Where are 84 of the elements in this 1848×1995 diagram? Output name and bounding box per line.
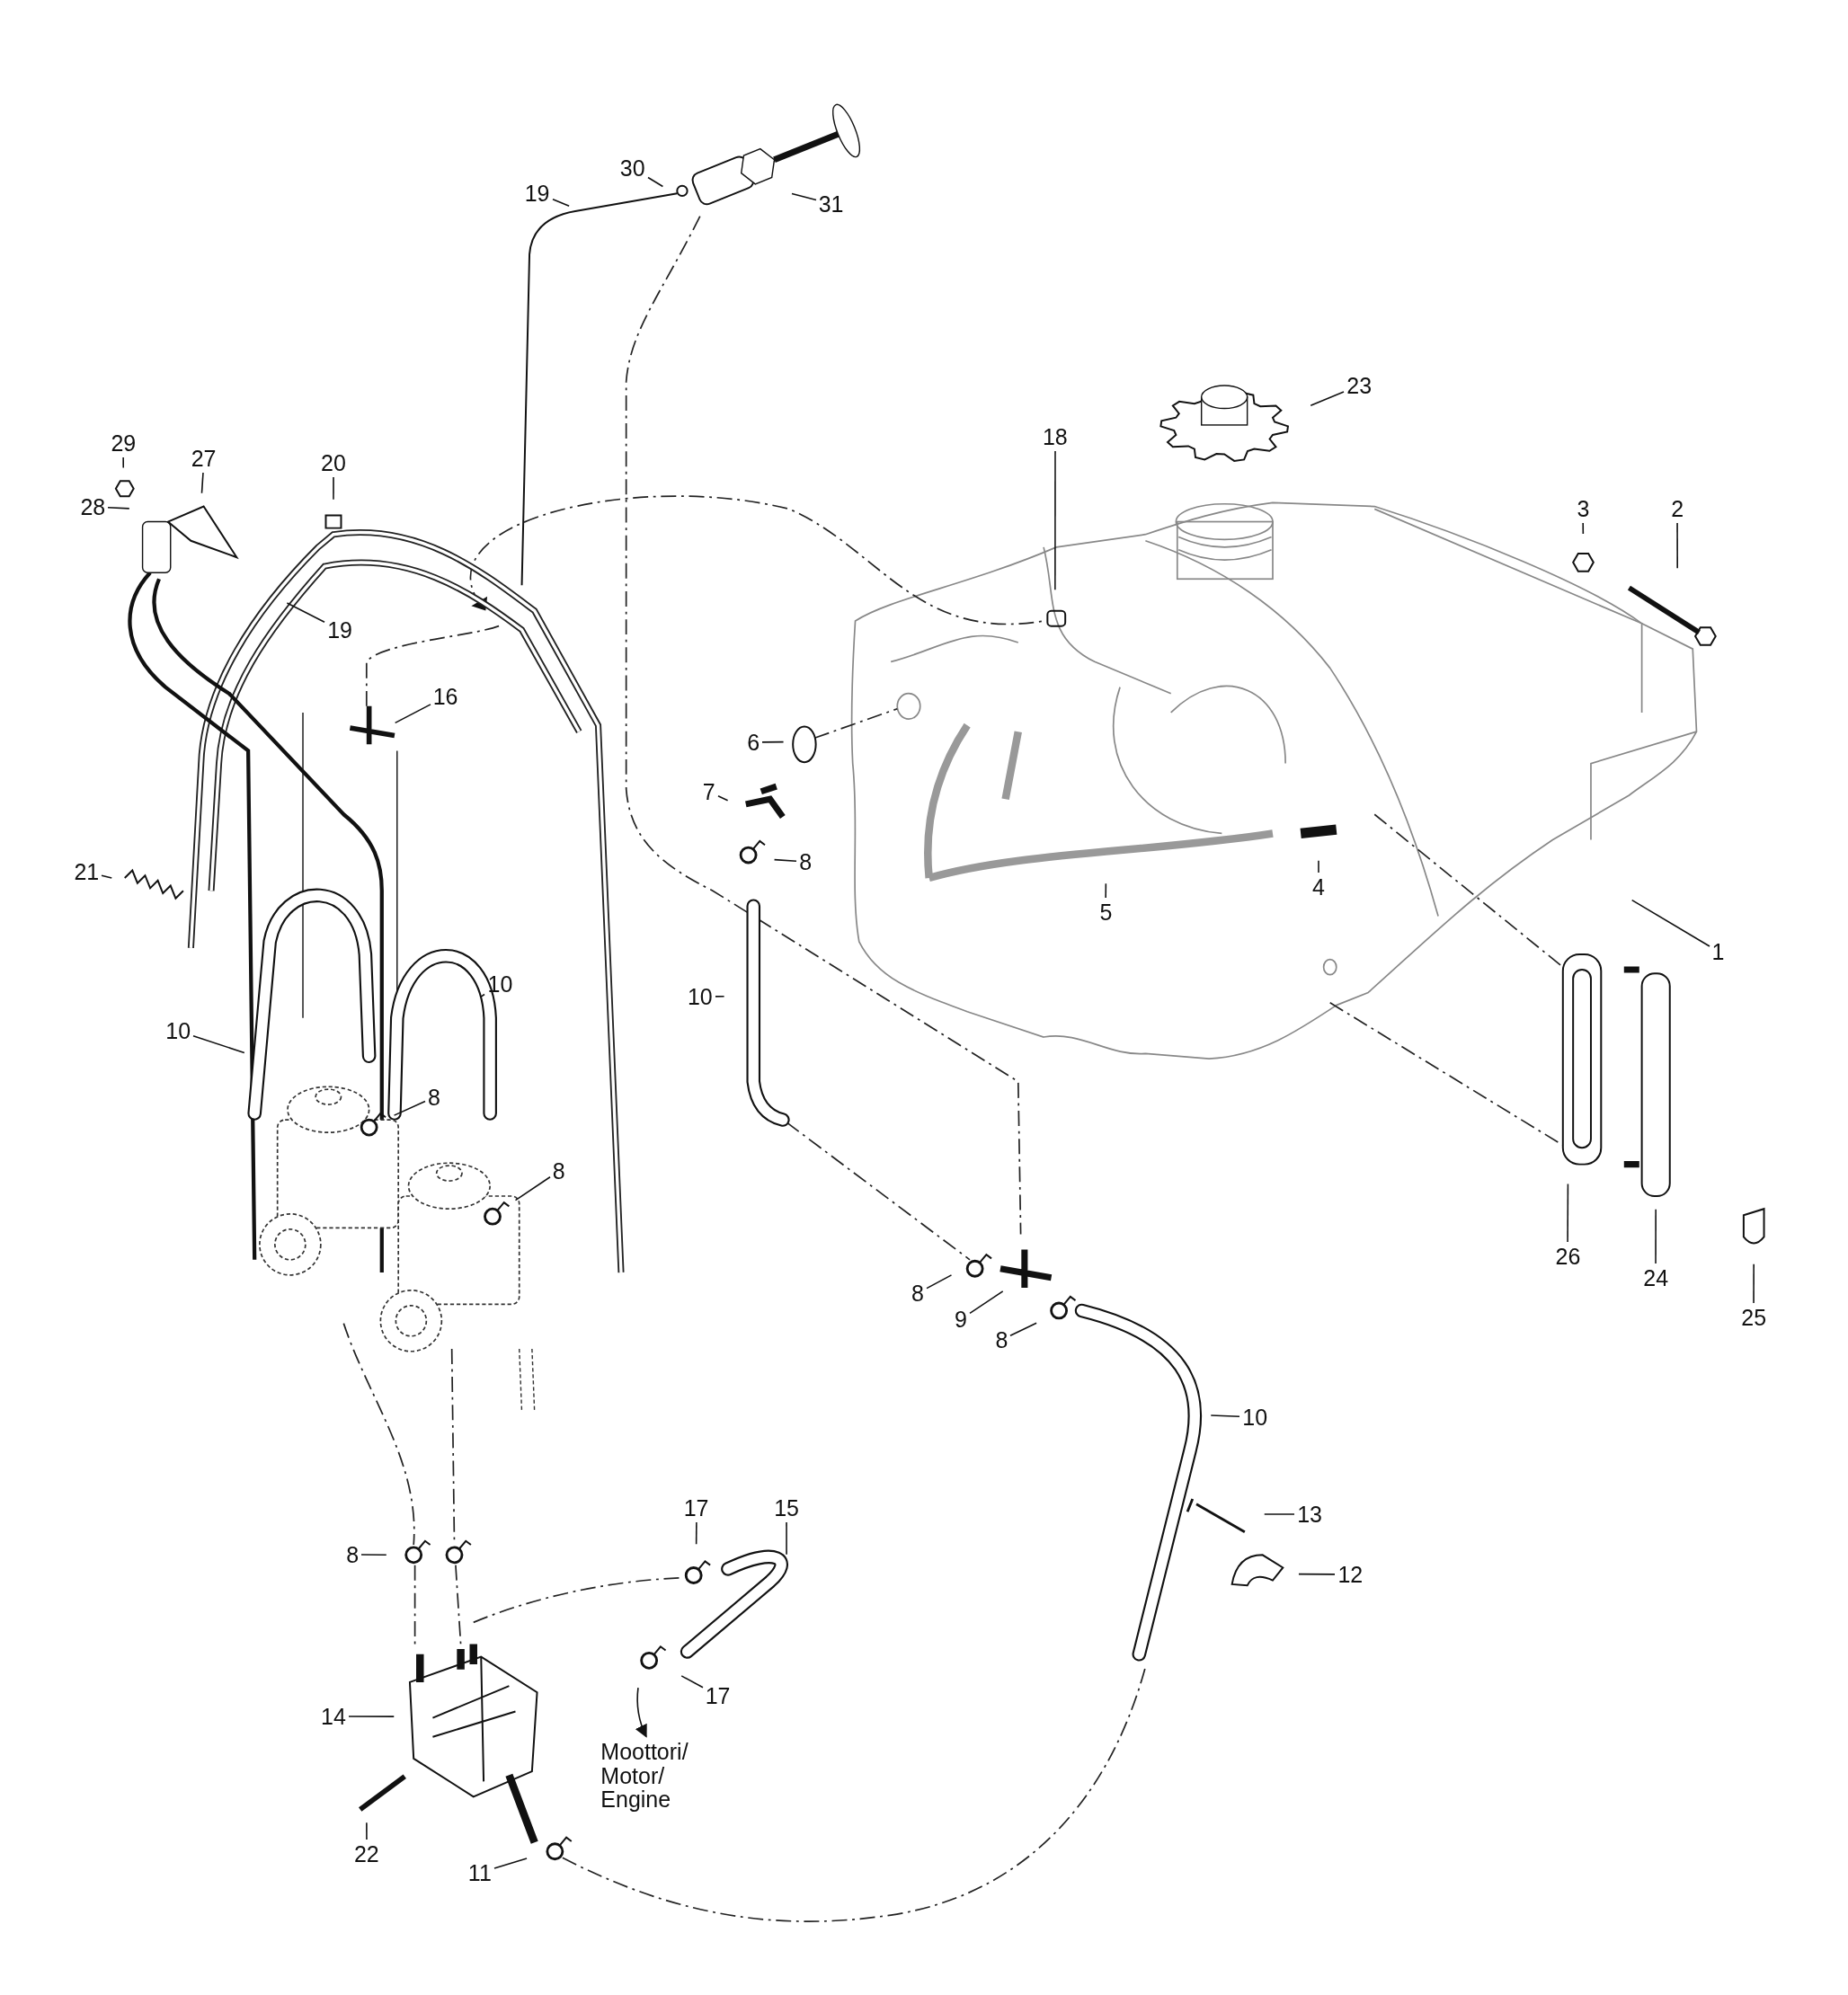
leader-line	[791, 192, 817, 201]
leader-line	[192, 1034, 245, 1054]
callout-number: 6	[747, 730, 760, 754]
callout-number: 18	[1042, 424, 1068, 448]
callout-number: 10	[487, 971, 513, 996]
arrow	[635, 1687, 648, 1738]
callout-number: 8	[427, 1085, 440, 1109]
callout-number: 8	[799, 849, 813, 873]
leader-line	[1753, 1263, 1755, 1304]
leader-line	[393, 1100, 426, 1116]
callout-number: 15	[774, 1495, 799, 1521]
leader-line	[647, 176, 664, 188]
callout-number: 25	[1741, 1305, 1767, 1329]
callout-number: 29	[111, 430, 137, 455]
callout-number: 27	[191, 446, 217, 470]
callout-number: 7	[702, 779, 715, 803]
callout-number: 23	[1346, 373, 1373, 398]
leader-line	[493, 1858, 528, 1869]
leader-line	[1210, 1414, 1240, 1418]
callout-number: 3	[1577, 497, 1590, 521]
callout-number: 2	[1671, 497, 1684, 521]
callout-number: 8	[995, 1327, 1008, 1352]
leader-line	[348, 1716, 395, 1717]
destination-note: Moottori/ Motor/ Engine	[600, 1739, 706, 1811]
callout-number: 8	[911, 1281, 924, 1305]
callout-number: 10	[1242, 1405, 1268, 1430]
callout-number: 19	[327, 617, 352, 643]
leader-line	[1630, 899, 1710, 947]
callout-number: 16	[432, 684, 458, 708]
leader-line	[1318, 860, 1319, 873]
leader-line	[1298, 1573, 1336, 1575]
callout-number: 19	[524, 182, 550, 206]
leader-line	[680, 1675, 704, 1689]
leader-line	[479, 993, 485, 998]
callout-number: 4	[1312, 874, 1325, 900]
callout-number: 12	[1337, 1562, 1364, 1586]
leader-line	[773, 858, 797, 863]
callout-number: 20	[321, 451, 346, 475]
callout-number: 28	[80, 494, 106, 519]
callout-number: 31	[818, 191, 844, 216]
leader-line	[969, 1290, 1004, 1315]
callout-number: 11	[467, 1861, 492, 1885]
callout-number: 17	[705, 1684, 731, 1708]
callout-number: 26	[1555, 1244, 1581, 1268]
leader-line	[366, 1822, 368, 1840]
leader-line	[695, 1521, 697, 1546]
leader-line	[1105, 882, 1107, 899]
callout-number: 17	[683, 1495, 709, 1521]
callout-number: 22	[353, 1841, 379, 1866]
leader-line	[552, 199, 570, 207]
callout-number: 24	[1643, 1265, 1669, 1290]
callout-number: 14	[321, 1705, 346, 1729]
leader-line	[1567, 1183, 1569, 1243]
callout-number: 1	[1711, 940, 1725, 964]
callout-number: 10	[165, 1018, 191, 1043]
callout-number: 9	[955, 1308, 967, 1332]
leader-line	[761, 740, 785, 743]
callout-number: 8	[552, 1158, 565, 1183]
leader-line	[1655, 1209, 1657, 1264]
callout-number: 5	[1099, 900, 1113, 925]
leader-line	[1054, 450, 1056, 591]
leader-line	[286, 602, 325, 624]
callout-number: 8	[346, 1543, 360, 1567]
leader-line	[333, 476, 334, 501]
leader-line	[200, 472, 204, 494]
leader-line	[122, 457, 125, 469]
leader-line	[717, 794, 729, 802]
leader-line	[514, 1175, 551, 1201]
callout-number: 13	[1297, 1502, 1322, 1527]
leader-line	[1310, 391, 1345, 407]
leader-line	[1263, 1513, 1295, 1515]
leader-line	[360, 1554, 387, 1556]
leader-line	[1582, 522, 1585, 535]
callout-number: 21	[74, 859, 100, 884]
leader-line	[926, 1274, 953, 1290]
leader-line	[101, 874, 113, 879]
callout-number: 30	[619, 155, 645, 181]
callout-number: 10	[687, 984, 713, 1008]
leader-line	[1009, 1322, 1037, 1336]
leader-line	[394, 704, 431, 724]
leader-line	[107, 506, 130, 510]
leader-line	[715, 996, 725, 998]
leader-line	[1676, 522, 1678, 570]
leader-line	[786, 1521, 787, 1556]
